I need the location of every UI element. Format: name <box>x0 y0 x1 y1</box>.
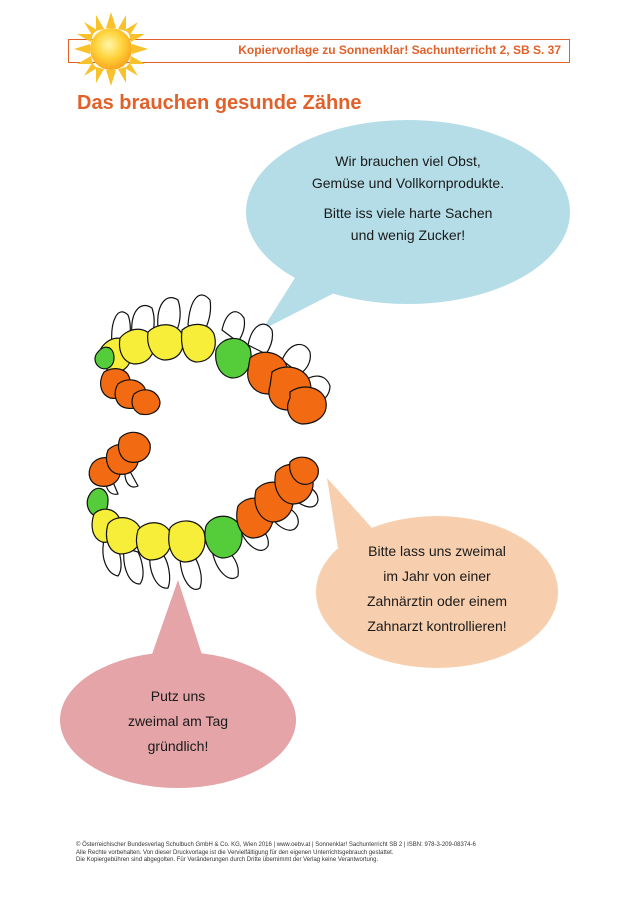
sun-icon <box>74 12 148 86</box>
bubble-text-right: Bitte lass uns zweimal im Jahr von einer… <box>327 539 547 639</box>
lower-jaw <box>86 431 319 590</box>
footer-line1: © Österreichischer Bundesverlag Schulbuc… <box>76 842 476 848</box>
bubble-top-line3: Bitte iss viele harte Sachen <box>323 205 493 221</box>
bubble-right-line2: im Jahr von einer <box>383 568 491 584</box>
footer-line2: Alle Rechte vorbehalten. Von dieser Druc… <box>76 849 394 856</box>
bubble-top-line1: Wir brauchen viel Obst, <box>335 153 481 169</box>
speech-bubble-blue <box>246 120 570 330</box>
speech-bubble-pink <box>60 580 296 788</box>
speech-bubble-peach <box>316 478 558 668</box>
header-text: Kopiervorlage zu Sonnenklar! Sachunterri… <box>238 43 561 57</box>
page-title: Das brauchen gesunde Zähne <box>77 92 362 114</box>
bubble-left-line3: gründlich! <box>147 738 209 754</box>
header-bar: Kopiervorlage zu Sonnenklar! Sachunterri… <box>68 39 570 63</box>
bubble-text-top: Wir brauchen viel Obst, Gemüse und Vollk… <box>278 150 538 246</box>
bubble-right-line3: Zahnärztin oder einem <box>366 593 508 609</box>
footer: © Österreichischer Bundesverlag Schulbuc… <box>76 842 596 865</box>
footer-line3: Die Kopiergebühren sind abgegolten. Für … <box>76 857 379 863</box>
bubble-left-line2: zweimal am Tag <box>127 713 229 729</box>
bubble-top-line4: und wenig Zucker! <box>350 227 466 243</box>
bubble-top-line2: Gemüse und Vollkornprodukte. <box>311 175 505 191</box>
bubble-left-line1: Putz uns <box>150 688 206 704</box>
bubble-right-line1: Bitte lass uns zweimal <box>368 543 506 559</box>
upper-jaw <box>94 294 331 425</box>
bubble-text-left: Putz uns zweimal am Tag gründlich! <box>88 684 268 759</box>
bubble-right-line4: Zahnarzt kontrollieren! <box>367 618 507 634</box>
